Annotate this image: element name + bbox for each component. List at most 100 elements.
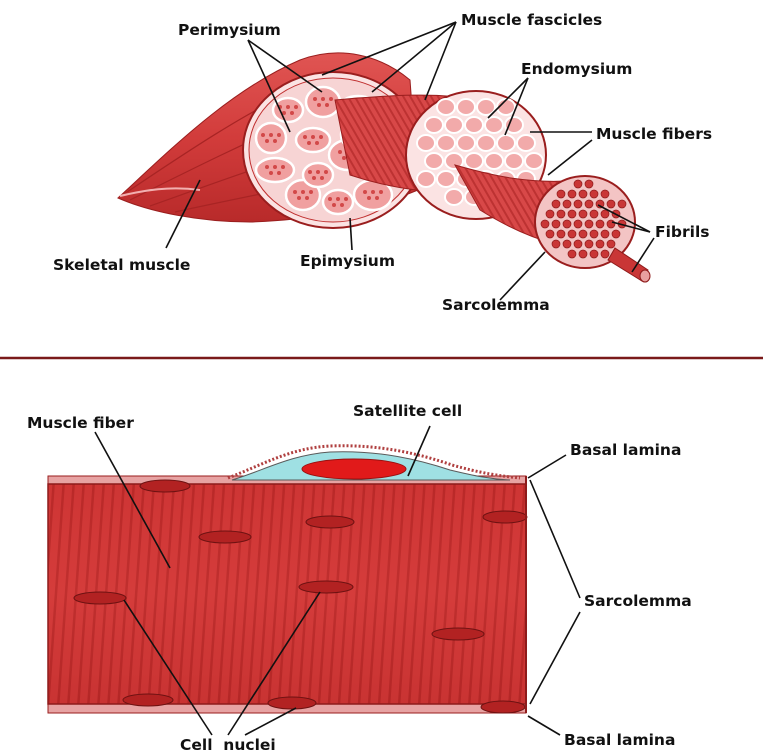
- label-muscle-fascicles: Muscle fascicles: [461, 11, 602, 29]
- fascicle-blob: [303, 163, 333, 187]
- fibril-dot: [601, 250, 609, 258]
- fibril-dot: [568, 190, 576, 198]
- fascicle-dot: [316, 170, 320, 174]
- fascicle-dot: [269, 133, 273, 137]
- fascicle-blob: [273, 98, 303, 122]
- fascicle-dot: [269, 171, 273, 175]
- fibril-dot: [590, 210, 598, 218]
- fibril-dot: [579, 210, 587, 218]
- fiber-cell: [425, 117, 443, 133]
- fiber-cell: [505, 153, 523, 169]
- fiber-cell: [505, 117, 523, 133]
- nucleus-9: [268, 697, 316, 709]
- fibril-dot: [596, 240, 604, 248]
- fiber-cell: [517, 135, 535, 151]
- fibril-dot: [607, 200, 615, 208]
- fascicle-dot: [324, 170, 328, 174]
- fiber-cell: [437, 99, 455, 115]
- fibril-dot: [585, 180, 593, 188]
- label-muscle-fiber: Muscle fiber: [27, 414, 134, 432]
- skeletal-muscle-illustration: [118, 53, 650, 282]
- fibril-dot: [579, 250, 587, 258]
- nucleus-6: [299, 581, 353, 593]
- fiber-cell: [457, 135, 475, 151]
- nucleus-3: [306, 516, 354, 528]
- fascicle-dot: [303, 135, 307, 139]
- fascicle-dot: [307, 141, 311, 145]
- fibril-dot: [546, 230, 554, 238]
- fibril-dot: [574, 180, 582, 188]
- fascicle-dot: [325, 103, 329, 107]
- fibril-dot: [563, 200, 571, 208]
- fibril-dot: [601, 210, 609, 218]
- fibril-dot: [552, 200, 560, 208]
- fascicle-dot: [338, 150, 342, 154]
- fascicle-dot: [371, 190, 375, 194]
- fibril-dot: [601, 230, 609, 238]
- label-perimysium: Perimysium: [178, 21, 281, 39]
- label-skeletal-muscle: Skeletal muscle: [53, 256, 190, 274]
- fiber-cell: [437, 135, 455, 151]
- fascicle-dot: [261, 133, 265, 137]
- fascicle-dot: [329, 97, 333, 101]
- fibril-dot: [590, 190, 598, 198]
- fascicle-dot: [367, 196, 371, 200]
- fascicle-dot: [317, 103, 321, 107]
- nucleus-2: [199, 531, 251, 543]
- fibril-dot: [552, 240, 560, 248]
- fibril-dot: [579, 230, 587, 238]
- fascicle-dot: [313, 97, 317, 101]
- satellite-cell-nucleus: [302, 459, 406, 479]
- label-sarcolemma-top: Sarcolemma: [442, 296, 550, 314]
- fiber-cell: [425, 153, 443, 169]
- fascicle-dot: [312, 176, 316, 180]
- fascicle-dot: [336, 197, 340, 201]
- fibril-dot: [563, 240, 571, 248]
- nucleus-7: [432, 628, 484, 640]
- fibril-dot: [607, 220, 615, 228]
- fiber-cell: [457, 99, 475, 115]
- fascicle-dot: [308, 170, 312, 174]
- fibril-dot: [612, 230, 620, 238]
- fiber-cell: [485, 117, 503, 133]
- fibril-dot: [607, 240, 615, 248]
- fascicle-dot: [309, 190, 313, 194]
- fascicle-dot: [340, 203, 344, 207]
- fascicle-dot: [265, 139, 269, 143]
- fascicle-dot: [286, 105, 290, 109]
- fascicle-dot: [301, 190, 305, 194]
- fascicle-dot: [363, 190, 367, 194]
- fascicle-dot: [281, 165, 285, 169]
- nucleus-8: [123, 694, 173, 706]
- fibril-dot: [590, 250, 598, 258]
- fibril-dot: [568, 230, 576, 238]
- fibril-dot: [585, 200, 593, 208]
- muscle-fiber-illustration: [48, 446, 527, 713]
- label-sarcolemma-bottom: Sarcolemma: [584, 592, 692, 610]
- fiber-cell: [417, 171, 435, 187]
- fascicle-dot: [342, 156, 346, 160]
- fascicle-blob: [296, 128, 330, 152]
- fascicle-blob: [323, 190, 353, 214]
- fascicle-blob: [256, 123, 286, 153]
- nucleus-5: [74, 592, 126, 604]
- nucleus-4: [483, 511, 527, 523]
- fascicle-dot: [332, 203, 336, 207]
- nucleus-1: [140, 480, 190, 492]
- fibril-dot: [557, 210, 565, 218]
- fascicle-dot: [294, 105, 298, 109]
- fibril-dot: [557, 190, 565, 198]
- fibril-dot: [585, 220, 593, 228]
- fascicle-dot: [315, 141, 319, 145]
- nucleus-10: [481, 701, 525, 713]
- fiber-cell: [477, 135, 495, 151]
- fascicle-dot: [311, 135, 315, 139]
- label-fibrils: Fibrils: [655, 223, 710, 241]
- fascicle-dot: [297, 196, 301, 200]
- fibril-dot: [585, 240, 593, 248]
- fiber-cell: [437, 171, 455, 187]
- fascicle-dot: [379, 190, 383, 194]
- fibril-dot: [546, 210, 554, 218]
- fascicle-dot: [305, 196, 309, 200]
